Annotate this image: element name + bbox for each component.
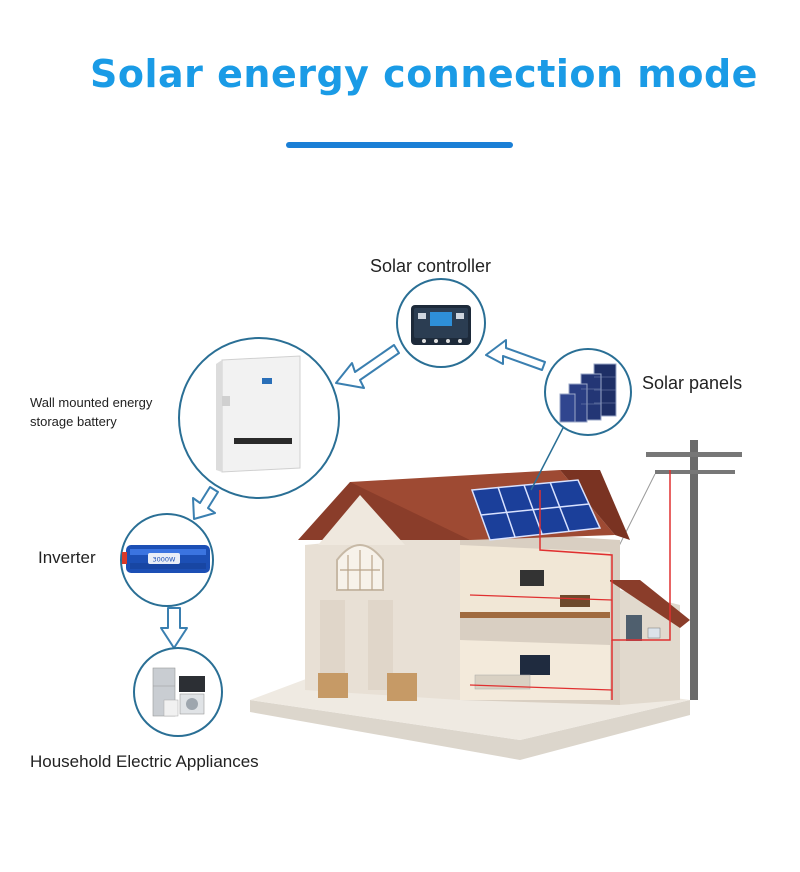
arrow-panels-to-controller (485, 339, 546, 371)
panels-to-roof-line (530, 427, 564, 491)
appliances-icon (152, 667, 205, 717)
inverter-icon: 3000W (122, 545, 210, 573)
house-illustration (250, 440, 742, 760)
appliances-node (133, 647, 223, 737)
solar-panels-node (544, 348, 632, 436)
solar-controller-icon (411, 305, 471, 345)
inverter-node: 3000W (120, 513, 214, 607)
solar-controller-node (396, 278, 486, 368)
battery-icon (216, 355, 301, 473)
title-underline (286, 142, 513, 148)
appliances-label: Household Electric Appliances (30, 752, 259, 771)
solar-panels-icon (559, 363, 617, 423)
roof-solar-array (470, 479, 602, 541)
battery-label-line2: storage battery (30, 414, 117, 429)
arrow-controller-to-battery (335, 344, 400, 389)
inverter-label: Inverter (38, 548, 96, 567)
arrow-battery-to-inverter (192, 486, 219, 520)
battery-node (178, 337, 340, 499)
solar-panels-label: Solar panels (642, 373, 743, 393)
battery-label: Wall mounted energy storage battery (30, 393, 152, 431)
battery-label-line1: Wall mounted energy (30, 395, 153, 410)
inverter-rating: 3000W (153, 556, 177, 564)
solar-controller-label: Solar controller (370, 256, 492, 276)
arrow-inverter-to-appliances (160, 607, 188, 649)
page-title: Solar energy connection mode (90, 52, 758, 96)
